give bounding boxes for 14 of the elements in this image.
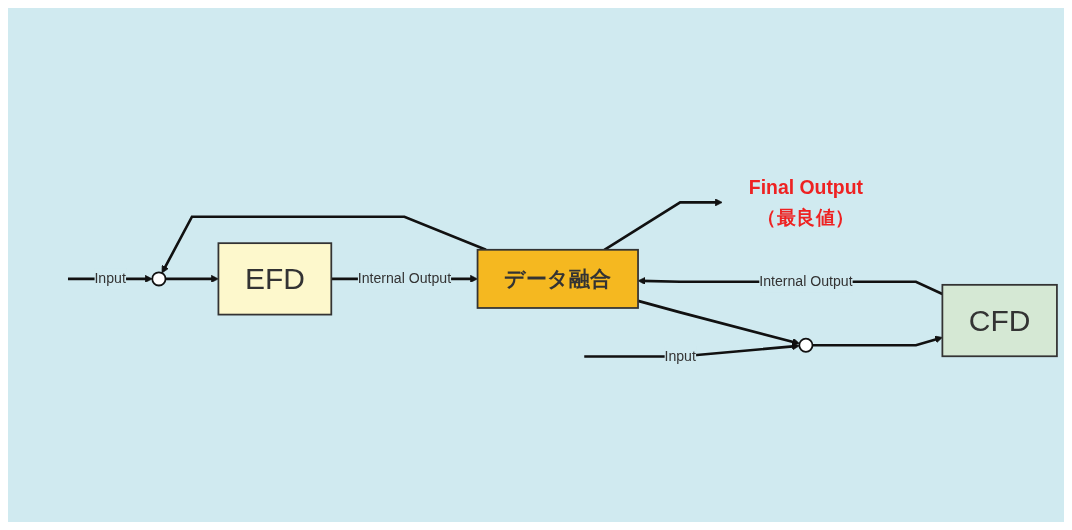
edge-label: Internal Output	[759, 273, 853, 289]
node-box: EFD	[217, 242, 333, 316]
arrow	[161, 215, 487, 274]
node-circle	[798, 337, 814, 353]
arrow	[603, 198, 723, 251]
arrow	[812, 335, 943, 347]
arrow	[165, 275, 219, 283]
edge-label: Input	[664, 348, 696, 364]
node-box: データ融合	[476, 249, 639, 309]
edge-label: Internal Output	[357, 271, 452, 287]
node-box: CFD	[941, 284, 1058, 358]
node-circle	[151, 271, 167, 287]
edge-label: Input	[94, 271, 126, 287]
node-text: Final Output （最良値）	[748, 176, 864, 229]
